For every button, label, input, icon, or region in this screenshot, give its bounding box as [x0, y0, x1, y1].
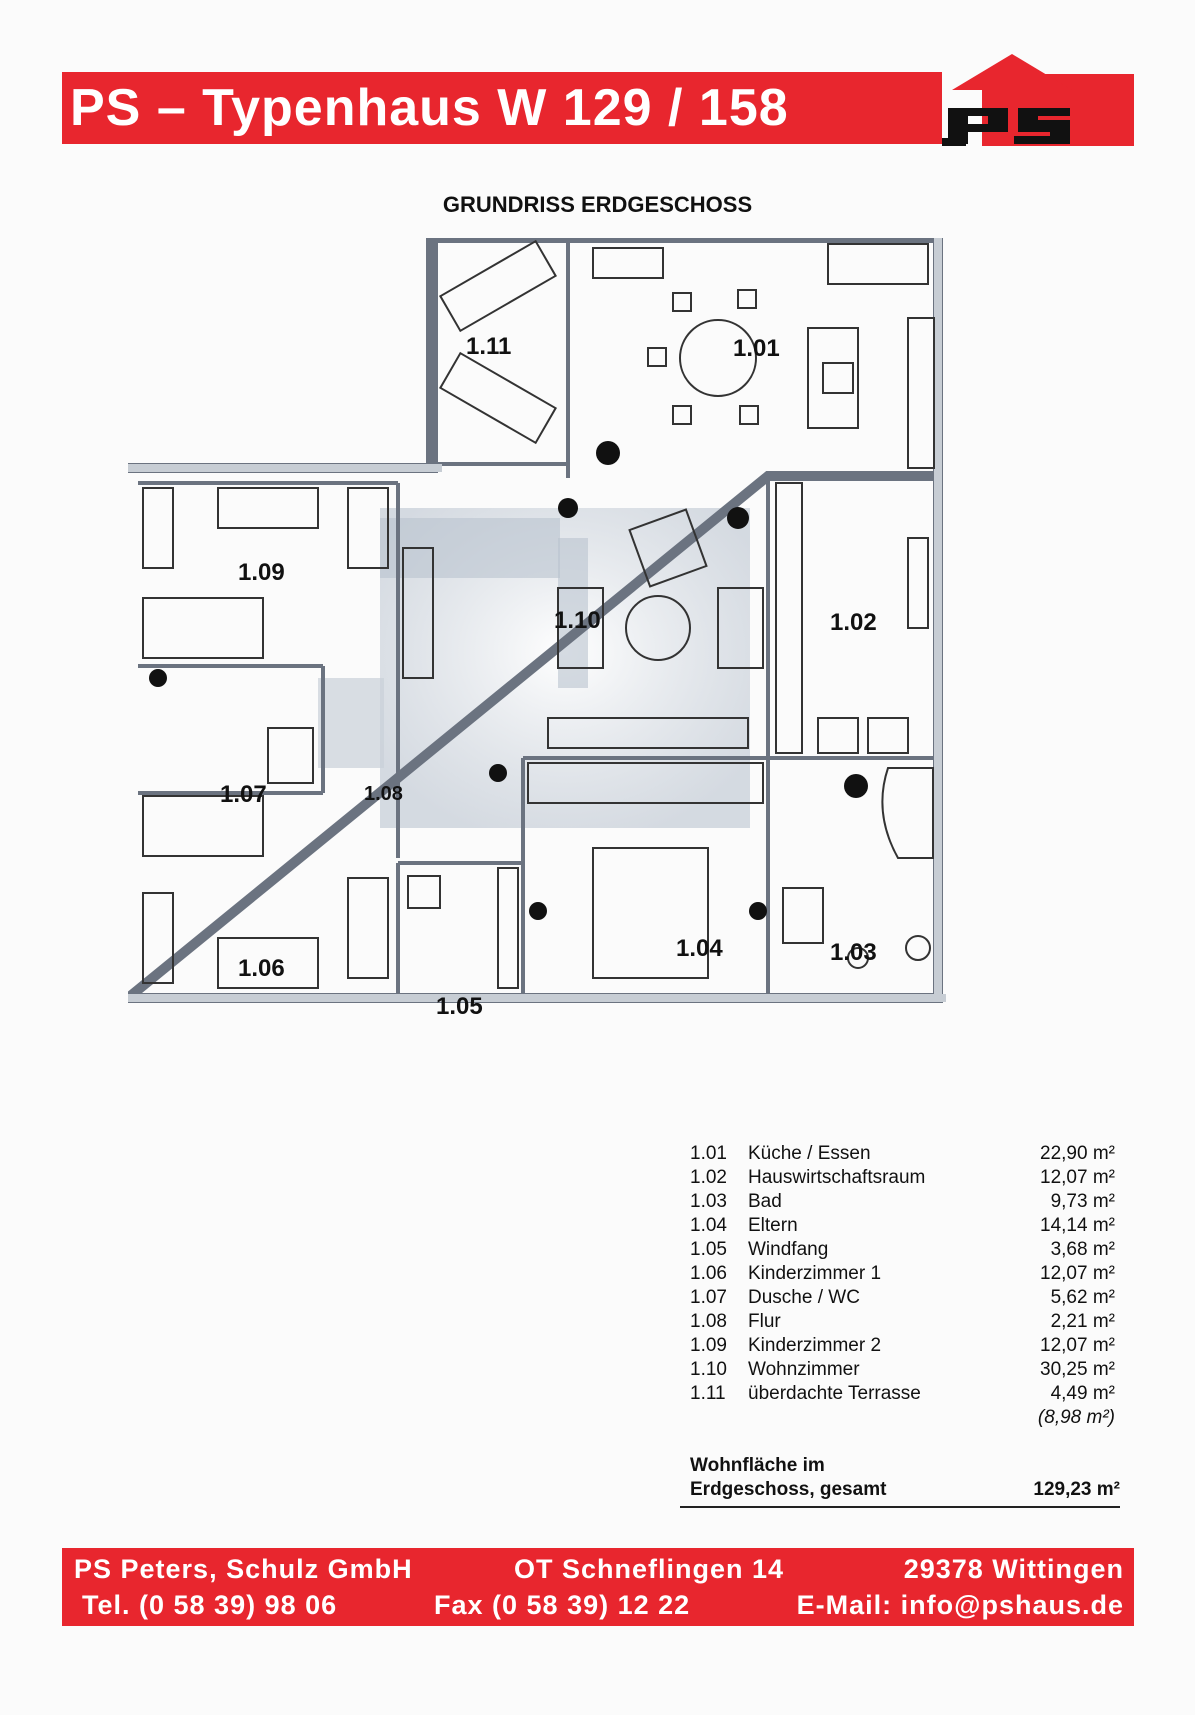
- legend-number: 1.01: [690, 1143, 727, 1164]
- legend-row: 1.05 Windfang 3,68 m²: [690, 1238, 1115, 1262]
- room-legend: 1.01 Küche / Essen 22,90 m² 1.02 Hauswirtsc…: [690, 1142, 1115, 1430]
- legend-area: 12,07 m²: [1040, 1167, 1115, 1188]
- legend-number: 1.08: [690, 1311, 727, 1332]
- legend-name: Kinderzimmer 1: [748, 1263, 882, 1284]
- legend-area: 9,73 m²: [1050, 1191, 1115, 1212]
- room-label-1-01: 1.01: [733, 335, 780, 362]
- footer-email[interactable]: E-Mail: info@pshaus.de: [796, 1590, 1124, 1620]
- legend-row: 1.01 Küche / Essen 22,90 m²: [690, 1142, 1115, 1166]
- document-title: PS – Typenhaus W 129 / 158: [70, 79, 789, 137]
- total-label-line1: Wohnfläche im: [690, 1455, 825, 1476]
- legend-name: überdachte Terrasse: [748, 1383, 921, 1404]
- legend-name: Flur: [748, 1311, 781, 1332]
- legend-number: 1.02: [690, 1167, 727, 1188]
- legend-name: Kinderzimmer 2: [748, 1335, 882, 1356]
- room-label-1-08: 1.08: [364, 783, 403, 805]
- legend-name: Wohnzimmer: [748, 1359, 860, 1380]
- footer-banner: PS Peters, Schulz GmbH OT Schneflingen 1…: [62, 1548, 1134, 1626]
- legend-area: 4,49 m²: [1050, 1383, 1115, 1404]
- footer-company: PS Peters, Schulz GmbH: [74, 1554, 413, 1584]
- room-label-1-09: 1.09: [238, 559, 285, 586]
- floor-plan: 1.11 1.01 1.09 1.10 1.02 1.07 1.08 1.06 …: [113, 222, 1056, 1098]
- title-banner: PS – Typenhaus W 129 / 158: [62, 72, 942, 144]
- total-area-block: Wohnfläche im Erdgeschoss, gesamt 129,23…: [690, 1454, 1120, 1502]
- legend-area: 12,07 m²: [1040, 1263, 1115, 1284]
- legend-number: 1.05: [690, 1239, 727, 1260]
- legend-name: Eltern: [748, 1215, 798, 1236]
- room-label-1-03: 1.03: [830, 939, 877, 966]
- room-label-1-02: 1.02: [830, 609, 877, 636]
- room-label-1-06: 1.06: [238, 955, 285, 982]
- legend-number: 1.11: [690, 1383, 726, 1404]
- legend-name: Dusche / WC: [748, 1287, 860, 1308]
- legend-row: 1.04 Eltern 14,14 m²: [690, 1214, 1115, 1238]
- legend-name: Bad: [748, 1191, 782, 1212]
- legend-row: 1.08 Flur 2,21 m²: [690, 1310, 1115, 1334]
- plan-subtitle: GRUNDRISS ERDGESCHOSS: [442, 192, 753, 217]
- legend-area: 3,68 m²: [1050, 1239, 1115, 1260]
- ps-logo: [942, 50, 1134, 150]
- footer-street: OT Schneflingen 14: [514, 1554, 785, 1584]
- total-label-line2: Erdgeschoss, gesamt: [690, 1479, 887, 1500]
- legend-number: 1.10: [690, 1359, 727, 1380]
- legend-area: 12,07 m²: [1040, 1335, 1115, 1356]
- legend-row: 1.11 überdachte Terrasse 4,49 m²: [690, 1382, 1115, 1406]
- room-label-1-11: 1.11: [466, 333, 511, 360]
- legend-number: 1.04: [690, 1215, 727, 1236]
- legend-area: 22,90 m²: [1040, 1143, 1115, 1164]
- legend-area: 2,21 m²: [1050, 1311, 1115, 1332]
- legend-name: Küche / Essen: [748, 1143, 871, 1164]
- room-label-1-07: 1.07: [220, 781, 267, 808]
- room-label-1-05: 1.05: [436, 993, 483, 1020]
- legend-row: 1.10 Wohnzimmer 30,25 m²: [690, 1358, 1115, 1382]
- legend-number: 1.03: [690, 1191, 727, 1212]
- legend-name: Windfang: [748, 1239, 829, 1260]
- legend-row: 1.06 Kinderzimmer 1 12,07 m²: [690, 1262, 1115, 1286]
- legend-row: 1.07 Dusche / WC 5,62 m²: [690, 1286, 1115, 1310]
- legend-number: 1.07: [690, 1287, 727, 1308]
- terrace-full-area: (8,98 m²): [1037, 1407, 1115, 1428]
- legend-number: 1.09: [690, 1335, 727, 1356]
- legend-row: 1.03 Bad 9,73 m²: [690, 1190, 1115, 1214]
- room-label-1-04: 1.04: [676, 935, 723, 962]
- room-label-1-10: 1.10: [554, 607, 601, 634]
- legend-row: 1.02 Hauswirtschaftsraum 12,07 m²: [690, 1166, 1115, 1190]
- legend-area: 5,62 m²: [1050, 1287, 1115, 1308]
- footer-fax: Fax (0 58 39) 12 22: [434, 1590, 691, 1620]
- legend-name: Hauswirtschaftsraum: [748, 1167, 926, 1188]
- footer-city: 29378 Wittingen: [903, 1554, 1124, 1584]
- total-area-value: 129,23 m²: [1033, 1479, 1120, 1500]
- total-underline: [680, 1506, 1120, 1508]
- legend-number: 1.06: [690, 1263, 727, 1284]
- legend-row: 1.09 Kinderzimmer 2 12,07 m²: [690, 1334, 1115, 1358]
- legend-area: 14,14 m²: [1040, 1215, 1115, 1236]
- legend-area: 30,25 m²: [1040, 1359, 1115, 1380]
- footer-phone: Tel. (0 58 39) 98 06: [82, 1590, 338, 1620]
